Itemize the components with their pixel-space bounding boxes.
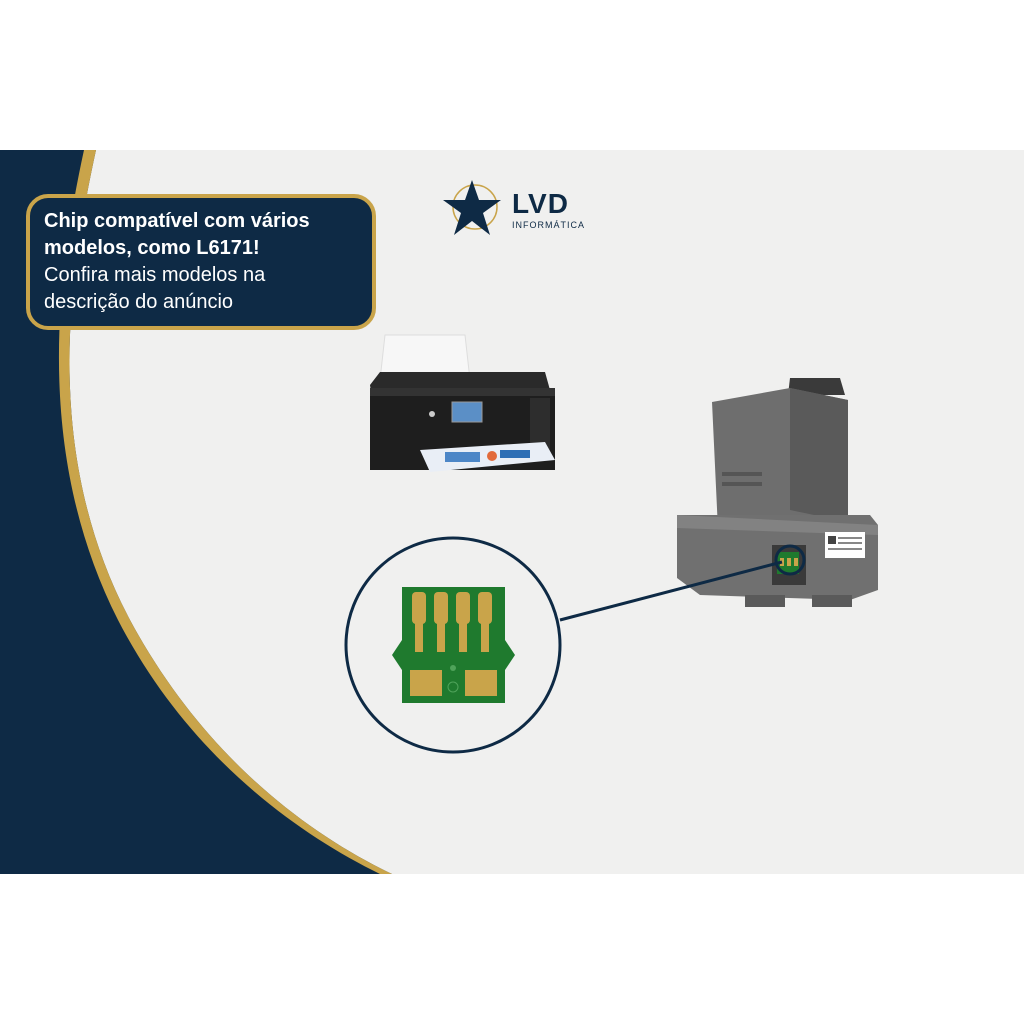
maintenance-box-image — [677, 378, 878, 607]
logo-name: LVD — [512, 188, 569, 219]
callout-headline-1: Chip compatível com vários — [44, 210, 310, 232]
chip-highlight-circle — [774, 544, 806, 576]
star-icon — [443, 180, 501, 235]
info-callout: Chip compatível com vários modelos, como… — [26, 194, 376, 330]
product-banner: Chip compatível com vários modelos, como… — [0, 150, 1024, 874]
callout-body-2: descrição do anúncio — [44, 291, 234, 313]
callout-headline-2: modelos, como L6171! — [44, 237, 260, 259]
brand-logo: LVD INFORMÁTICA — [440, 178, 590, 240]
logo-subtitle: INFORMÁTICA — [512, 220, 585, 230]
product-illustration — [344, 334, 878, 754]
chip-closeup-image — [392, 587, 515, 703]
callout-body-1: Confira mais modelos na — [44, 264, 266, 286]
chip-zoom-circle — [344, 536, 562, 754]
printer-image — [370, 334, 555, 472]
navy-gold-swoosh-background — [0, 150, 393, 874]
zoom-connector-line — [559, 560, 783, 622]
